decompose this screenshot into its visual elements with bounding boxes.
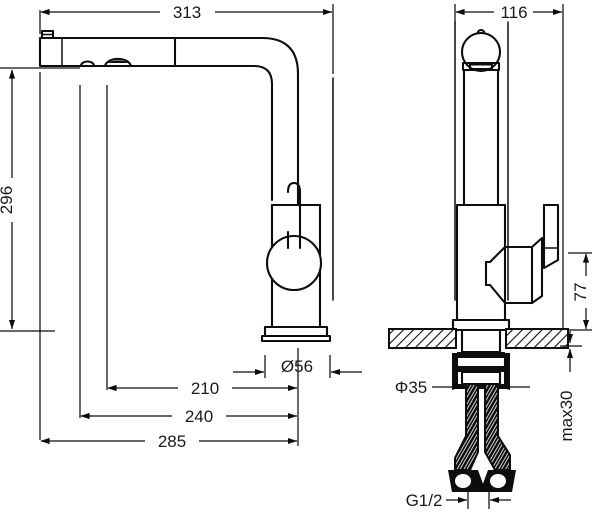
- hose-right: [484, 383, 511, 471]
- side-view-group: [38, 29, 334, 343]
- dim-label-313: 313: [173, 3, 201, 22]
- deck-flange: [451, 318, 511, 332]
- handle-side-profile: [265, 181, 323, 292]
- front-view-dimensions: 116 77 max30 Φ35 G1/2: [395, 3, 592, 510]
- hose-left: [454, 383, 479, 471]
- spout-tube-front: [454, 21, 509, 301]
- countertop-deck: [388, 328, 569, 349]
- dim-label-296: 296: [0, 186, 16, 214]
- dim-label-d35: Φ35: [395, 378, 427, 397]
- dim-label-max30: max30: [557, 390, 576, 441]
- spray-head-front: [460, 28, 502, 73]
- dim-label-d56: Ø56: [281, 357, 313, 376]
- front-view-group: [388, 21, 569, 492]
- mounting-nut-assembly: [452, 352, 510, 389]
- gooseneck-spout: [173, 36, 300, 207]
- braided-hoses: [448, 383, 516, 492]
- side-view-dimensions: 313 296 210 240 285: [0, 3, 362, 451]
- spray-head: [38, 29, 177, 68]
- dim-label-77: 77: [571, 283, 590, 302]
- dim-label-g12: G1/2: [406, 491, 443, 510]
- dim-label-210: 210: [191, 379, 219, 398]
- dim-label-116: 116: [500, 3, 527, 22]
- lever-handle-front: [484, 203, 560, 305]
- dim-label-285: 285: [158, 432, 186, 451]
- base-escutcheon: [260, 325, 332, 343]
- body-column-front: [455, 203, 507, 322]
- dim-label-240: 240: [185, 407, 213, 426]
- mounting-shank: [460, 328, 502, 354]
